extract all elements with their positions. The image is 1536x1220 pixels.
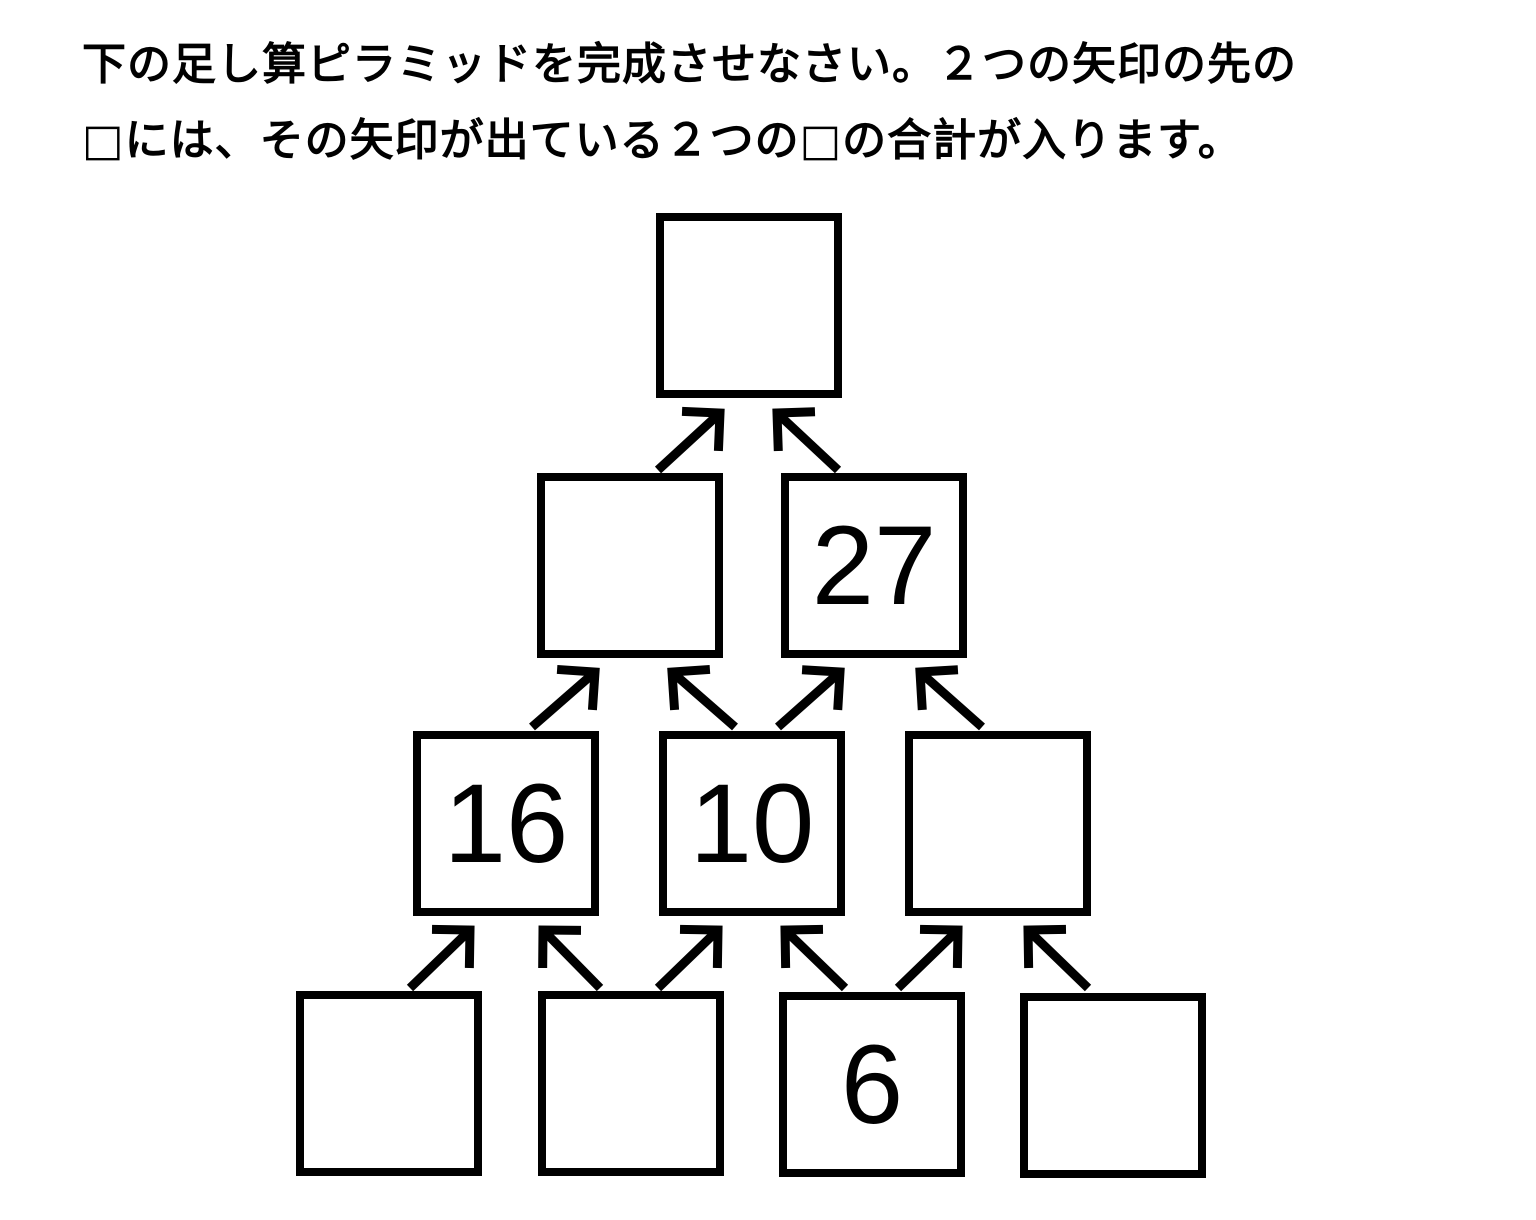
- box-row4-2[interactable]: [538, 991, 724, 1176]
- arrow-icon: [894, 924, 963, 992]
- arrow-icon: [529, 664, 600, 731]
- instruction-line-1: 下の足し算ピラミッドを完成させなさい。２つの矢印の先の: [82, 39, 1297, 90]
- box-top[interactable]: [656, 213, 842, 398]
- instruction-line-2: □には、その矢印が出ている２つの□の合計が入ります。: [82, 115, 1243, 166]
- arrow-icon: [1023, 924, 1092, 992]
- arrow-icon: [780, 924, 849, 992]
- box-row2-1[interactable]: [537, 473, 723, 658]
- arrow-icon: [654, 406, 725, 474]
- box-row4-4[interactable]: [1020, 993, 1206, 1178]
- box-row3-2[interactable]: 10: [659, 731, 845, 916]
- box-row4-1[interactable]: [296, 991, 482, 1176]
- box-row4-3[interactable]: 6: [779, 992, 965, 1177]
- arrow-icon: [654, 924, 723, 992]
- arrow-icon: [915, 665, 985, 731]
- arrow-icon: [775, 665, 845, 731]
- box-row3-3[interactable]: [905, 731, 1091, 916]
- box-row2-2[interactable]: 27: [781, 473, 967, 658]
- arrow-icon: [538, 925, 604, 992]
- box-row3-1[interactable]: 16: [413, 731, 599, 916]
- arrow-icon: [667, 664, 738, 731]
- arrow-icon: [772, 407, 842, 474]
- arrow-icon: [406, 924, 475, 992]
